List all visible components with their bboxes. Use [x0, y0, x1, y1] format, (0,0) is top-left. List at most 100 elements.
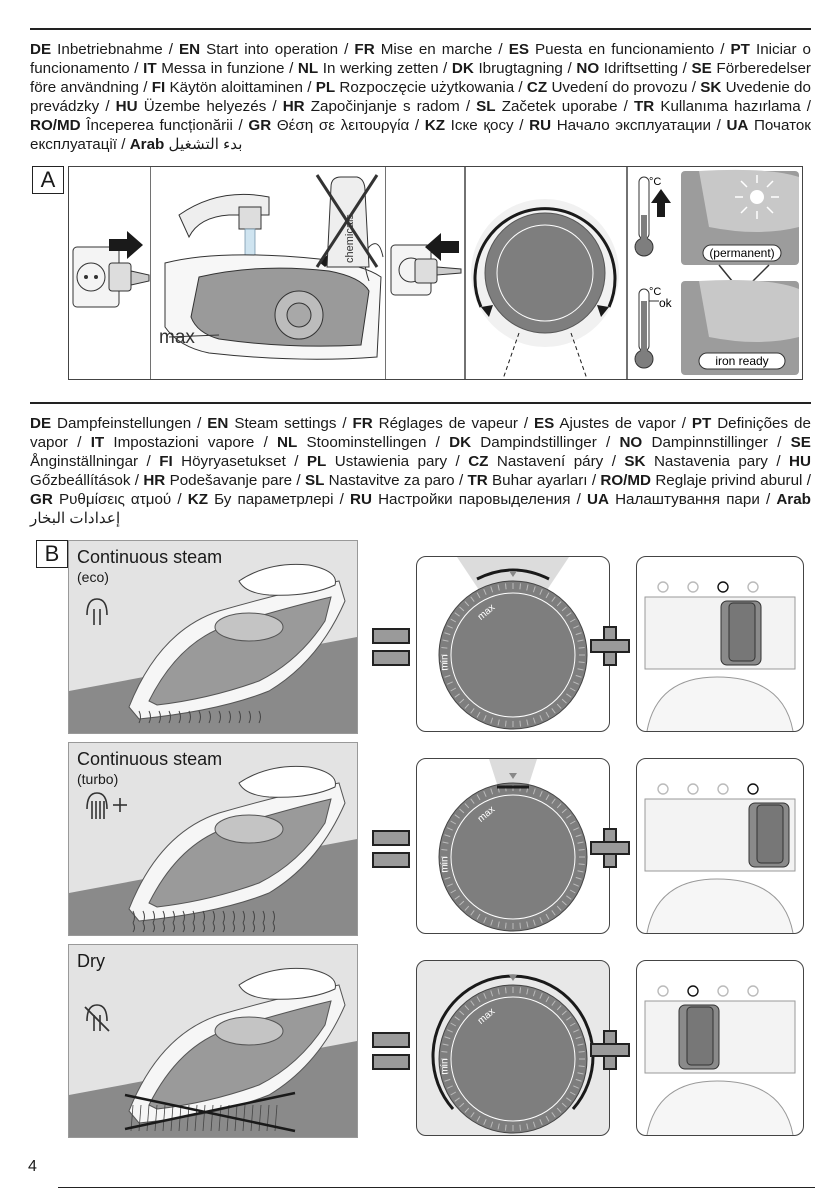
language-text: Kullanıma hazırlama: [660, 98, 801, 115]
language-code: HU: [789, 453, 811, 470]
language-code: TR: [467, 472, 488, 489]
language-text: Початок експлуатації: [30, 117, 811, 153]
language-code: KZ: [187, 491, 208, 508]
language-code: Arab: [776, 491, 811, 508]
temperature-dial: [471, 199, 619, 379]
language-code: RU: [350, 491, 372, 508]
language-text: Réglages de vapeur: [378, 415, 518, 432]
language-text: Dampfeinstellungen: [57, 415, 192, 432]
section-a-svg: max chemicals: [72, 167, 799, 379]
language-code: NL: [277, 434, 298, 451]
language-text: Ρυθμίσεις ατμού: [58, 491, 172, 508]
equals-sign: [372, 628, 410, 666]
language-text: Impostazioni vapore: [113, 434, 255, 451]
plug-in-icon: [390, 233, 462, 296]
temp-unit-1: °C: [649, 176, 661, 188]
iron-illustration: [69, 765, 357, 935]
language-text: Ibrugtagning: [478, 60, 563, 77]
language-text: Nastavitve za paro: [328, 472, 455, 489]
indicator-light-off-icon: [681, 280, 799, 375]
steam-selector-panel: [636, 556, 804, 732]
language-code: NO: [576, 60, 600, 77]
language-text: Steam settings: [234, 415, 337, 432]
language-text: Dampinnstillinger: [651, 434, 768, 451]
language-text: Höyryasetukset: [181, 453, 286, 470]
permanent-label: (permanent): [709, 246, 774, 260]
steam-mode-panel: Continuous steam (eco): [68, 540, 358, 734]
language-code: HU: [115, 98, 138, 115]
language-text: In werking zetten: [322, 60, 439, 77]
language-text: Nastavenia pary: [653, 453, 768, 470]
language-text: Θέση σε λειτουργία: [276, 117, 410, 134]
steam-mode-subtitle: (eco): [77, 569, 109, 585]
language-text: Stoominstellingen: [306, 434, 427, 451]
language-code: NL: [297, 60, 319, 77]
language-text: Üzembe helyezés: [143, 98, 267, 115]
top-rule: [30, 28, 811, 30]
page-number: 4: [28, 1158, 37, 1175]
language-code: HR: [143, 472, 166, 489]
section-b-label: B: [36, 540, 68, 568]
language-code: SE: [691, 60, 712, 77]
ok-label: ok: [659, 296, 673, 310]
language-text: Start into operation: [206, 41, 339, 58]
language-code: FI: [159, 453, 173, 470]
plus-sign: [590, 828, 630, 868]
language-text: Podešavanje pare: [169, 472, 293, 489]
language-code: IT: [90, 434, 105, 451]
language-text: Ustawienia pary: [334, 453, 448, 470]
language-code: Arab: [129, 136, 165, 153]
section-a-label: A: [32, 166, 64, 194]
language-code: DE: [30, 41, 52, 58]
steam-mode-title: Dry: [77, 951, 105, 971]
language-code: RO/MD: [30, 117, 81, 134]
language-code: DK: [451, 60, 474, 77]
language-text: Reglaje privind aburul: [655, 472, 803, 489]
language-code: UA: [586, 491, 609, 508]
dial-min-label: min: [439, 654, 451, 671]
language-text: إعدادات البخار: [30, 510, 121, 527]
language-code: SE: [790, 434, 811, 451]
language-code: RU: [529, 117, 552, 134]
steam-mode-title: Continuous steam: [77, 749, 223, 769]
language-text: Бу параметрлері: [214, 491, 334, 508]
language-text: Mise en marche: [380, 41, 493, 58]
language-text: Inbetriebnahme: [57, 41, 163, 58]
language-text: Налаштування пари: [615, 491, 760, 508]
steam-eco-icon: [86, 598, 108, 625]
language-code: FR: [354, 41, 375, 58]
dial-min-label: min: [439, 856, 451, 873]
language-code: EN: [207, 415, 229, 432]
language-code: PL: [306, 453, 327, 470]
language-code: TR: [633, 98, 655, 115]
language-code: RO/MD: [600, 472, 651, 489]
language-code: DK: [449, 434, 472, 451]
language-code: CZ: [526, 79, 548, 96]
language-code: IT: [143, 60, 157, 77]
language-text: Uvedení do provozu: [551, 79, 688, 96]
section-a-figure: max chemicals: [68, 166, 803, 380]
language-code: SK: [624, 453, 646, 470]
language-code: UA: [726, 117, 749, 134]
language-text: Începerea funcționării: [86, 117, 233, 134]
language-code: ES: [508, 41, 529, 58]
wall-socket-icon: [72, 231, 150, 308]
steam-turbo-icon: [86, 792, 127, 819]
language-text: Ånginställningar: [30, 453, 139, 470]
language-code: ES: [533, 415, 555, 432]
language-code: SL: [304, 472, 325, 489]
language-text: Uvedenie do prevádzky: [30, 79, 811, 115]
steam-mode-title: Continuous steam: [77, 547, 223, 567]
language-code: HR: [282, 98, 305, 115]
thermometer-ready-icon: [634, 288, 659, 369]
equals-sign: [372, 830, 410, 868]
section-b-heading: DE Dampfeinstellungen / EN Steam setting…: [30, 415, 811, 527]
steam-mode-subtitle: (turbo): [77, 771, 119, 787]
dial-min-label: min: [439, 1058, 451, 1075]
fill-water-illustration: [151, 167, 385, 379]
language-text: Начало эксплуатации: [556, 117, 711, 134]
steam-mode-panel: Dry: [68, 944, 358, 1138]
language-text: Započinjanje s radom: [310, 98, 460, 115]
